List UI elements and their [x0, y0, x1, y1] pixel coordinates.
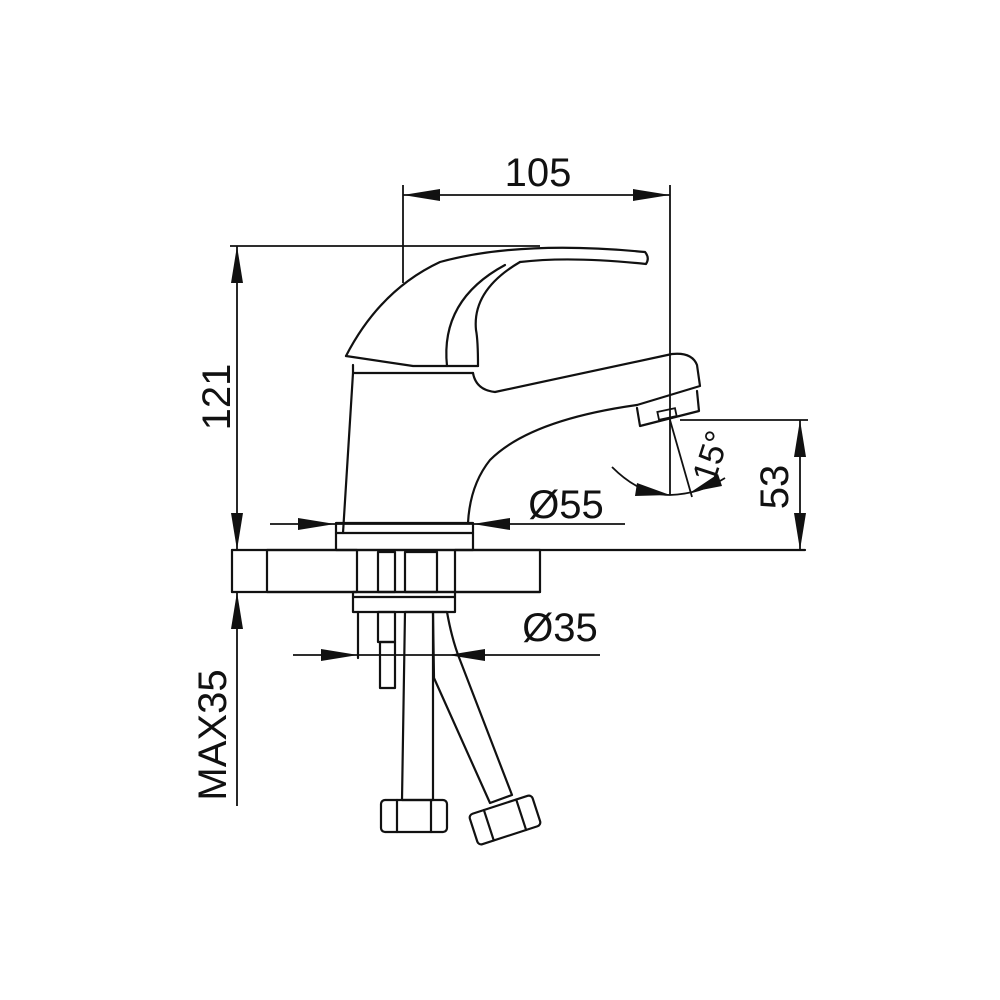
faucet-body [334, 352, 702, 552]
hose-nut-right [468, 794, 542, 846]
dimension-diameter-35: Ø35 [293, 606, 600, 661]
dimension-diameter-55: Ø55 [270, 483, 625, 530]
dimension-width-105: 105 [402, 151, 671, 495]
dimension-angle-15: 15° [611, 419, 738, 498]
label-diameter-35: Ø35 [522, 606, 598, 650]
label-121: 121 [195, 364, 239, 431]
hose-nut-left [379, 798, 449, 834]
flexible-hoses [379, 550, 542, 846]
hose-left [400, 610, 435, 802]
dimension-spout-height-53: 53 [680, 419, 808, 550]
faucet-lever-handle [344, 246, 649, 368]
label-53: 53 [753, 465, 797, 510]
dimension-height-121: 121 [195, 245, 540, 550]
label-diameter-55: Ø55 [528, 483, 604, 527]
label-105: 105 [505, 151, 572, 195]
hose-right [431, 610, 514, 805]
countertop-section [230, 548, 807, 594]
dimension-max-35: MAX35 [191, 592, 243, 806]
threaded-stud [376, 550, 397, 594]
label-15-degrees: 15° [686, 426, 738, 487]
label-max35: MAX35 [191, 669, 235, 800]
